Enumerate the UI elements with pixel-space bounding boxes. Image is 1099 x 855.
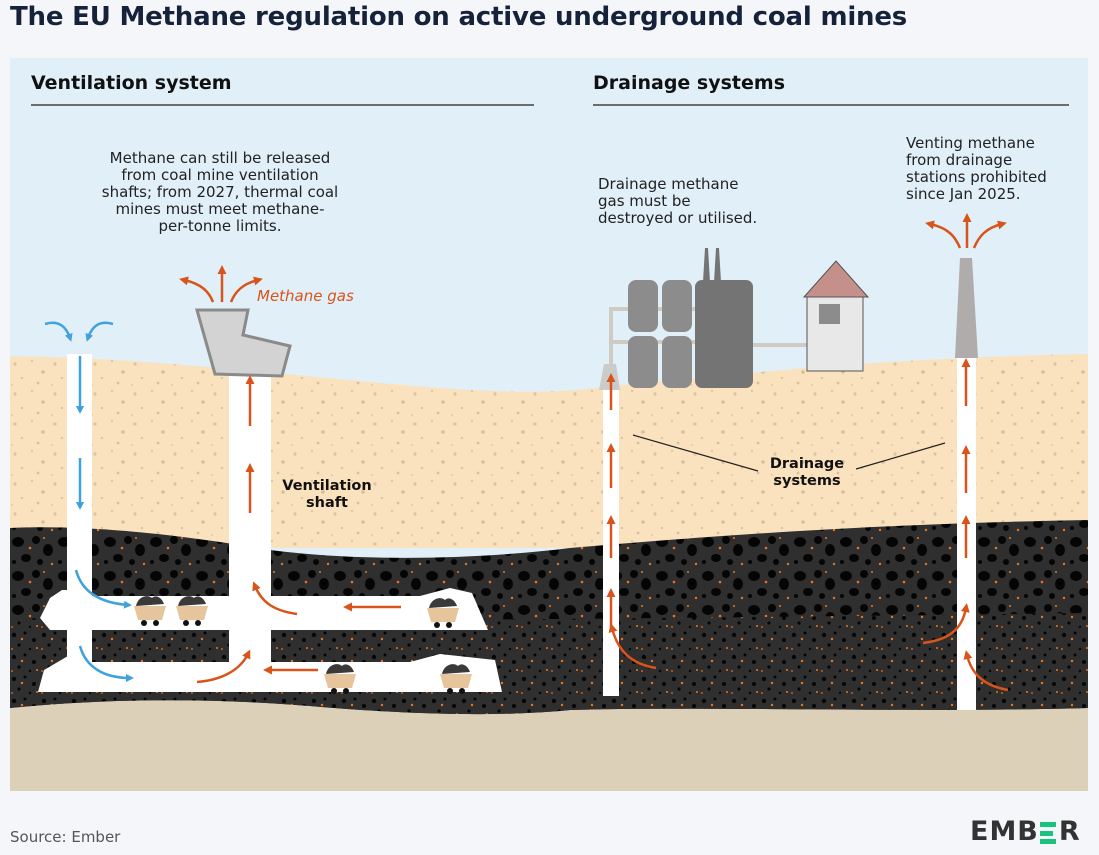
plant-chimney <box>714 248 721 282</box>
coal-cart-icon <box>134 596 166 626</box>
fresh-air-arrows <box>44 321 134 682</box>
mine-diagram: Ventilation system Methane can still be … <box>10 58 1088 791</box>
ember-logo: EMB R <box>970 816 1081 847</box>
ventilation-heading-rule <box>31 104 534 106</box>
power-plant <box>695 280 753 388</box>
house-window <box>819 304 840 324</box>
source-note: Source: Ember <box>10 828 121 846</box>
coal-cart-icon <box>176 596 208 626</box>
lower-tunnel-curve <box>196 649 251 684</box>
logo-text-left: EMB <box>970 816 1039 847</box>
intake-curve-right <box>85 321 114 342</box>
ventilation-heading: Ventilation system <box>31 72 232 94</box>
storage-tank <box>662 336 692 388</box>
leader-line-left <box>632 434 759 472</box>
coal-cart-icon <box>440 664 472 694</box>
logo-text-right: R <box>1058 816 1081 847</box>
leader-line-right <box>855 442 946 470</box>
storage-tank <box>662 280 692 332</box>
emit-left <box>179 276 215 303</box>
page-title: The EU Methane regulation on active unde… <box>10 2 908 32</box>
coal-cart-icon <box>427 598 459 628</box>
intake-to-upper-tunnel <box>74 569 132 609</box>
house-roof <box>802 260 870 298</box>
methane-arrows-ventilation <box>179 265 401 684</box>
storage-tank <box>628 280 658 332</box>
drainage-systems-label: Drainage systems <box>769 456 845 489</box>
drainage-venting-note: Venting methane from drainage stations p… <box>906 134 1047 203</box>
ventilation-note: Methane can still be released from coal … <box>101 149 339 235</box>
methane-arrows-drainage <box>606 213 1009 692</box>
drainage-utilise-note: Drainage methane gas must be destroyed o… <box>598 175 758 227</box>
intake-to-lower-tunnel <box>78 645 134 682</box>
coal-cart-icon <box>324 664 356 694</box>
vent-stack <box>955 258 978 358</box>
drainage-heading-rule <box>593 104 1069 106</box>
drainage-heading: Drainage systems <box>593 72 786 94</box>
plant-chimney <box>703 248 710 282</box>
emit-right <box>229 276 263 303</box>
bedrock-layer <box>10 698 1088 791</box>
ventilation-shaft-label: Ventilation shaft <box>282 478 372 511</box>
storage-tank <box>628 336 658 388</box>
logo-e-bars <box>1039 822 1056 844</box>
ventilation-fan-house <box>195 308 292 378</box>
methane-gas-label: Methane gas <box>257 287 354 305</box>
intake-curve-left <box>44 321 73 342</box>
upper-tunnel-curve <box>252 581 298 616</box>
